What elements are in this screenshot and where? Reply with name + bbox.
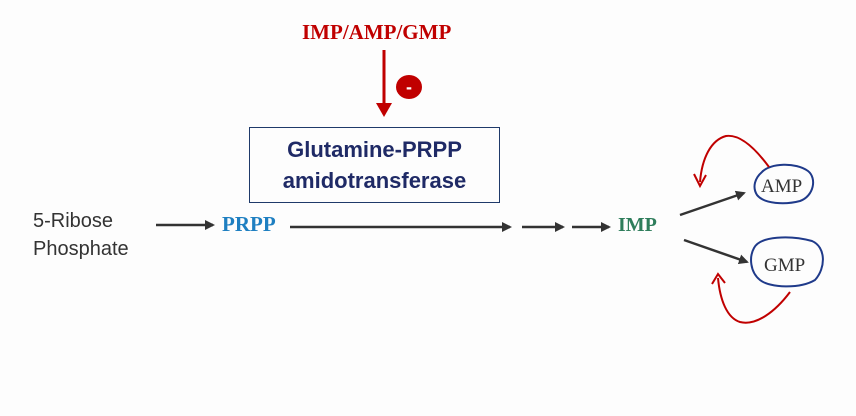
prpp-label: PRPP: [222, 212, 276, 236]
inhibition-sign: -: [406, 77, 412, 97]
imp-label: IMP: [618, 214, 657, 236]
amp-annotation-circle: [753, 163, 815, 205]
arrow-imp-to-amp: [679, 190, 746, 217]
inhibition-badge: [396, 75, 422, 99]
amp-feedback-arrowhead: [693, 173, 707, 189]
inhibition-arrowhead: [376, 103, 392, 117]
inhibitor-label: IMP/AMP/GMP: [302, 20, 452, 44]
gmp-annotation-circle: [750, 236, 824, 288]
gmp-feedback-arrow: [717, 277, 791, 324]
amp-label: AMP: [761, 176, 803, 197]
enzyme-name-line1: Glutamine-PRPP: [287, 137, 462, 162]
arrow-imp-to-gmp: [683, 238, 749, 265]
substrate-line2: Phosphate: [33, 238, 129, 260]
enzyme-name-line2: amidotransferase: [282, 168, 467, 193]
gmp-feedback-arrowhead: [711, 272, 726, 285]
substrate-label: 5-Ribose Phosphate: [33, 207, 129, 263]
amp-feedback-arrow: [699, 134, 770, 183]
enzyme-box: Glutamine-PRPP amidotransferase: [249, 127, 500, 203]
gmp-label: GMP: [764, 255, 806, 276]
substrate-line1: 5-Ribose: [33, 210, 114, 232]
